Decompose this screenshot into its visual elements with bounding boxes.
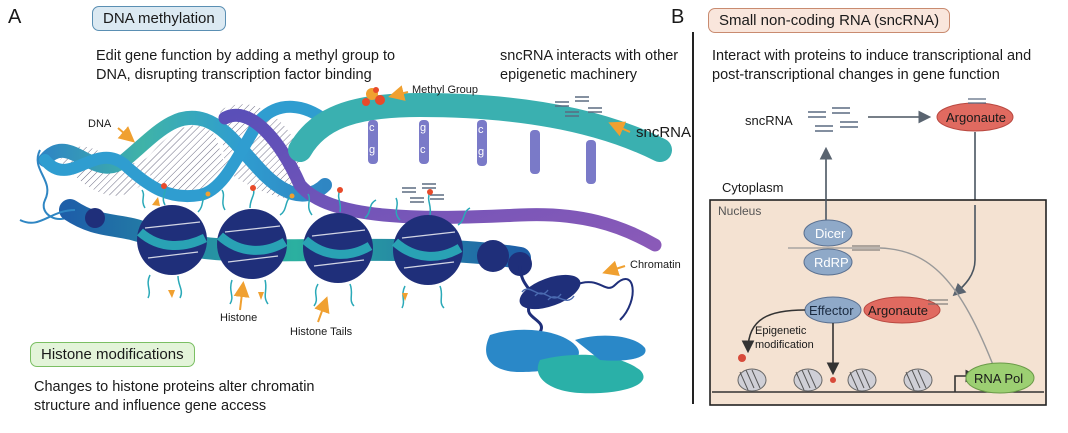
chromosome [486, 329, 646, 394]
label-dicer: Dicer [815, 226, 846, 241]
bp-2-bottom: c [420, 144, 426, 156]
pointer-arrows [117, 85, 631, 323]
panel-b-letter: B [671, 6, 685, 28]
bp-2-top: g [420, 122, 427, 134]
sncrna-panel-description: Interact with proteins to induce transcr… [712, 48, 1032, 83]
label-chromatin: Chromatin [630, 259, 681, 271]
nucleus-nucleosome-coils [739, 369, 927, 391]
rna-pol-shape [965, 362, 1035, 394]
base-pair-bars [368, 120, 596, 184]
argonaute-nucleus-shape [863, 296, 941, 324]
label-methyl-group: Methyl Group [412, 84, 479, 96]
label-rna-pol: RNA Pol [974, 371, 1024, 386]
label-argonaute-top: Argonaute [946, 110, 1006, 125]
bp-3-bottom: g [478, 146, 485, 158]
methyl-mark-1 [738, 354, 746, 362]
sncrna-note: sncRNA interacts with other epigenetic m… [500, 48, 679, 83]
arrow-to-epigenetic-mark [741, 309, 806, 354]
sncrna-ladders-top [555, 96, 602, 117]
methyl-mark-2 [830, 377, 836, 383]
rna-strand-arc [879, 247, 996, 371]
rdrp-shape [803, 248, 853, 276]
nucleosome-wraps [136, 228, 463, 261]
label-histone: Histone [220, 312, 258, 324]
panel-b-sncrna-ladders [808, 107, 858, 132]
argonaute-nucleus-rna [928, 299, 948, 305]
argonaute-top-rna [968, 98, 986, 104]
label-effector: Effector [809, 303, 854, 318]
dicer-shape [803, 219, 853, 247]
dna-helix [36, 92, 672, 252]
label-sncrna-b: sncRNA [745, 113, 793, 128]
bp-1-bottom: g [369, 144, 376, 156]
dicer-rna [852, 245, 880, 251]
dna-methylation-title: DNA methylation [92, 6, 226, 31]
histone-tail-marks [161, 183, 433, 199]
histone-arrowheads [152, 197, 408, 301]
label-rdrp: RdRP [814, 255, 849, 270]
nucleosome-lines [144, 221, 456, 269]
dna-methylation-description: Edit gene function by adding a methyl gr… [96, 48, 396, 83]
label-argonaute-nucleus: Argonaute [868, 303, 928, 318]
panel-divider [692, 32, 694, 404]
label-cytoplasm: Cytoplasm [722, 180, 784, 195]
bp-3-top: c [478, 124, 484, 136]
histone-modifications-description: Changes to histone proteins alter chroma… [34, 379, 315, 414]
label-epigenetic-modification: Epigenetic modification [755, 325, 814, 351]
arrow-to-nucleus-argonaute [952, 259, 976, 297]
label-sncrna-a: sncRNA [636, 124, 692, 141]
histone-modifications-title: Histone modifications [30, 342, 195, 367]
label-histone-tails: Histone Tails [290, 326, 353, 338]
label-nucleus: Nucleus [718, 204, 762, 218]
methyl-group-blob [362, 87, 385, 106]
condensed-chromatin [518, 264, 634, 333]
panel-a-letter: A [8, 6, 22, 28]
bp-1-top: c [369, 122, 375, 134]
nucleus-nucleosomes [737, 368, 933, 392]
label-dna: DNA [88, 118, 112, 130]
sncrna-panel-title: Small non-coding RNA (sncRNA) [708, 8, 951, 33]
sncrna-ladders-mid [402, 183, 444, 203]
